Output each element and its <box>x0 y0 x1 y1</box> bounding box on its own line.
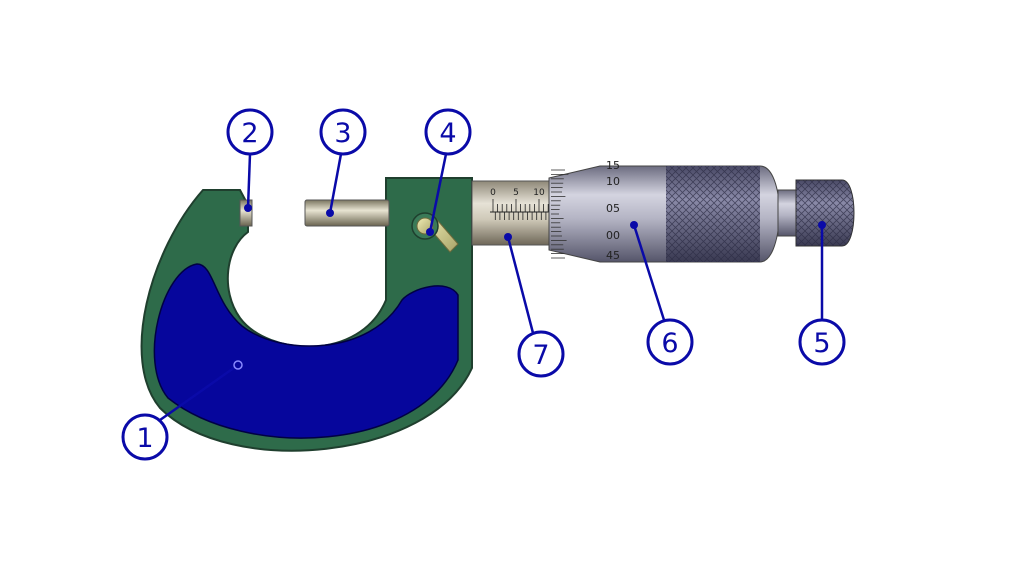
callout-2: 2 <box>226 108 274 212</box>
thimble-ticks <box>551 169 569 259</box>
callout-1: 1 <box>121 360 243 461</box>
callout-3: 3 <box>319 108 367 217</box>
thimble-scale-label: 10 <box>606 175 620 188</box>
anvil <box>239 199 253 227</box>
callout-7-label: 7 <box>532 340 549 371</box>
callout-5-label: 5 <box>813 328 830 359</box>
sleeve-scale-label: 10 <box>533 188 545 198</box>
ratchet-knurl-texture <box>796 180 854 246</box>
thimble-knurl-texture <box>666 166 760 262</box>
thimble-scale-label: 05 <box>606 202 620 215</box>
thimble-scale-label: 15 <box>606 159 620 172</box>
callout-6-label: 6 <box>661 328 678 359</box>
sleeve-scale-label: 5 <box>513 188 519 198</box>
spindle <box>304 199 390 227</box>
callout-2-label: 2 <box>241 118 258 149</box>
sleeve-ticks <box>492 199 551 220</box>
sleeve <box>471 180 553 246</box>
callout-1-label: 1 <box>136 423 153 454</box>
sleeve-scale-label: 0 <box>490 188 496 198</box>
thimble-scale-labels: 15 10 05 00 45 <box>606 159 620 262</box>
callout-4: 4 <box>424 108 472 236</box>
callout-4-label: 4 <box>439 118 456 149</box>
thimble-scale-label: 00 <box>606 229 620 242</box>
callout-5: 5 <box>798 221 846 366</box>
callout-3-label: 3 <box>334 118 351 149</box>
frame-insulation <box>153 263 459 439</box>
callout-6: 6 <box>630 221 694 366</box>
sleeve-scale-labels: 0 5 10 <box>490 188 545 198</box>
thimble-scale-label: 45 <box>606 249 620 262</box>
callout-7: 7 <box>504 233 565 378</box>
